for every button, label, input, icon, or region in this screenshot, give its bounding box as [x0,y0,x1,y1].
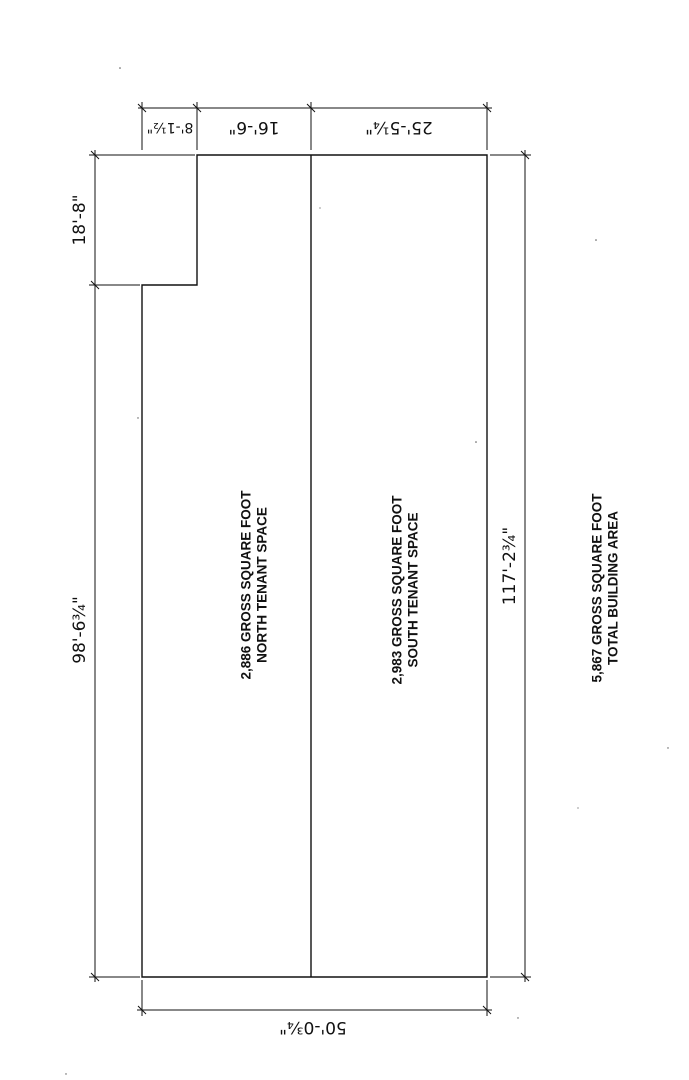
south-space-name: SOUTH TENANT SPACE [406,512,421,667]
top-dimension-line [137,102,492,150]
bottom-dimension-line [137,980,492,1016]
south-space-area: 2,983 GROSS SQUARE FOOT [390,495,405,685]
right-dimension-line [490,150,531,982]
total-area-value: 5,867 GROSS SQUARE FOOT [590,493,605,683]
dim-top-small: 8'-1½" [147,119,194,135]
dim-right-length: 117'-2¾" [500,527,520,605]
north-space-name: NORTH TENANT SPACE [255,507,270,663]
dim-notch-height: 18'-8" [70,194,90,245]
north-space-area: 2,886 GROSS SQUARE FOOT [239,490,254,680]
south-space-label: 2,983 GROSS SQUARE FOOT SOUTH TENANT SPA… [390,495,421,685]
dim-bottom-width: 50'-0¾" [279,1017,347,1037]
scan-speckles [65,67,669,1075]
north-space-label: 2,886 GROSS SQUARE FOOT NORTH TENANT SPA… [239,490,270,680]
total-area-label: 5,867 GROSS SQUARE FOOT TOTAL BUILDING A… [590,493,621,683]
total-area-name: TOTAL BUILDING AREA [606,511,621,665]
dim-top-right: 25'-5¼" [365,117,433,137]
building-outline [141,154,488,978]
dim-left-length: 98'-6¾" [70,596,90,664]
dim-top-mid: 16'-6" [228,117,279,137]
left-dimension-line [89,150,195,982]
